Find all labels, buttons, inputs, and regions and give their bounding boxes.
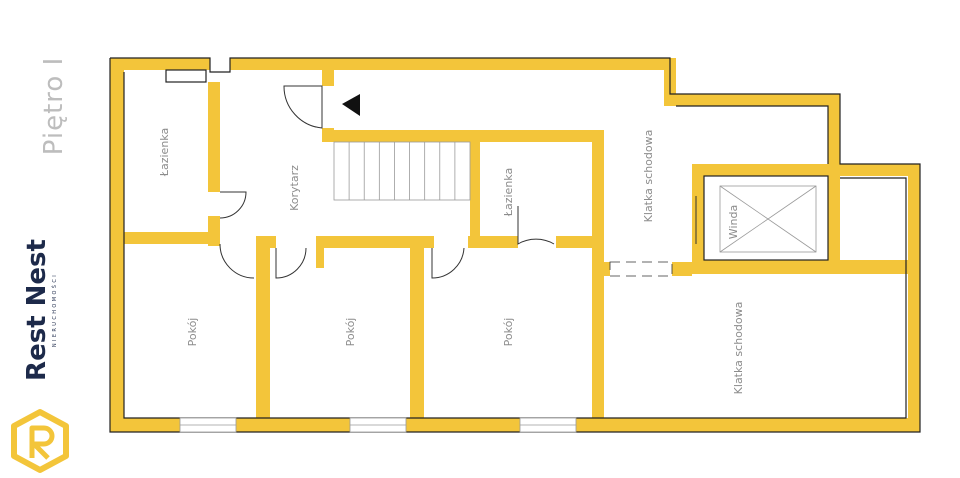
room-label-bath-left: Łazienka bbox=[158, 128, 171, 177]
door-arc bbox=[283, 85, 323, 129]
floor-label: Piętro I bbox=[39, 57, 69, 155]
door-arc bbox=[219, 191, 247, 219]
door-arc bbox=[517, 206, 555, 245]
entrance-arrow-icon bbox=[342, 94, 360, 116]
stairs bbox=[333, 141, 471, 201]
brand-logo-icon bbox=[11, 409, 69, 473]
brand-subtitle: NIERUCHOMOŚCI bbox=[51, 273, 58, 347]
room-label-bath-right: Łazienka bbox=[502, 168, 515, 217]
room-label-corridor: Korytarz bbox=[288, 165, 301, 211]
room-label-elevator: Winda bbox=[727, 205, 740, 239]
room-label-room-2: Pokój bbox=[344, 318, 357, 347]
brand-name: Rest Nest bbox=[22, 239, 52, 381]
windows bbox=[179, 261, 673, 433]
elevator-shaft bbox=[719, 185, 817, 253]
door-arc bbox=[275, 247, 307, 279]
door-arc bbox=[219, 243, 255, 279]
wall-outlines bbox=[109, 57, 921, 433]
walls bbox=[110, 58, 920, 432]
room-label-staircase-top: Klatka schodowa bbox=[642, 130, 655, 223]
door-arc bbox=[431, 247, 465, 279]
room-label-staircase-bottom: Klatka schodowa bbox=[732, 302, 745, 395]
room-label-room-3: Pokój bbox=[502, 318, 515, 347]
doors bbox=[219, 85, 697, 279]
stair-outline bbox=[333, 141, 471, 201]
room-label-room-1: Pokój bbox=[186, 318, 199, 347]
